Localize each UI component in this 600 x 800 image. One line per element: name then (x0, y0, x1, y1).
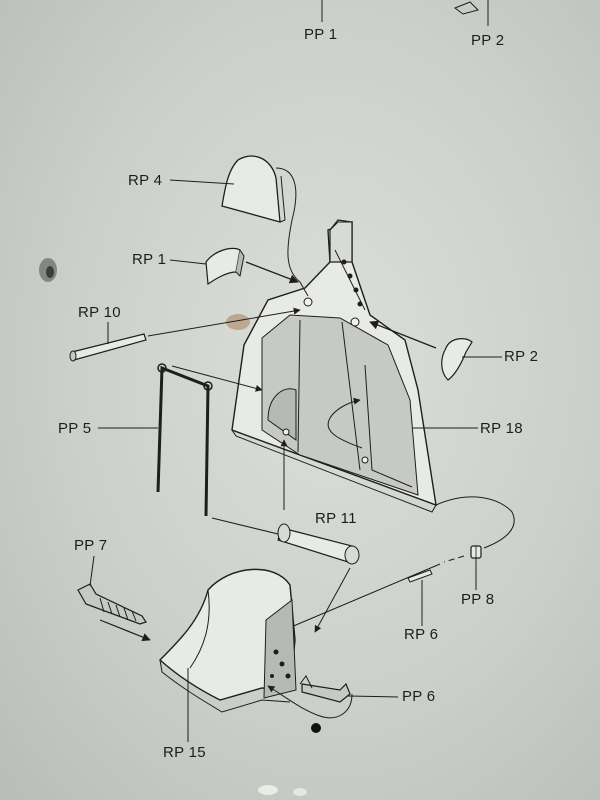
label-rp1: RP 1 (132, 251, 167, 268)
pp8-part (435, 496, 515, 563)
pp6-leader (347, 695, 399, 698)
label-rp11: RP 11 (315, 510, 357, 527)
label-pp8: PP 8 (461, 591, 495, 608)
label-pp2: PP 2 (471, 32, 505, 49)
label-rp15: RP 15 (163, 744, 206, 761)
label-pp1: PP 1 (304, 26, 338, 43)
paper-marks (39, 258, 307, 796)
rp6-part (283, 563, 441, 631)
rp1-part (205, 247, 299, 286)
pp6-lever (267, 675, 353, 719)
pp2-fragment (453, 1, 479, 15)
label-rp18: RP 18 (480, 420, 523, 437)
label-pp5: PP 5 (58, 420, 92, 437)
label-rp4: RP 4 (128, 172, 163, 189)
ink-dot (311, 723, 321, 733)
rp4-headrest (221, 155, 309, 297)
rp10-rod (69, 307, 301, 362)
rp15-seat (158, 568, 297, 713)
label-pp6: PP 6 (402, 688, 436, 705)
label-pp7: PP 7 (74, 537, 108, 554)
rp18-inner-arrow (327, 397, 363, 449)
rp18-seat-back (231, 219, 437, 513)
pp7-leader (89, 555, 95, 587)
rp4-leader (169, 179, 235, 185)
rp2-part (369, 320, 473, 381)
label-rp6: RP 6 (404, 626, 439, 643)
rp1-leader (169, 259, 207, 265)
label-rp2: RP 2 (504, 348, 539, 365)
label-rp10: RP 10 (78, 304, 121, 321)
rp11-pin (277, 439, 360, 633)
pp7-screw (77, 583, 151, 642)
